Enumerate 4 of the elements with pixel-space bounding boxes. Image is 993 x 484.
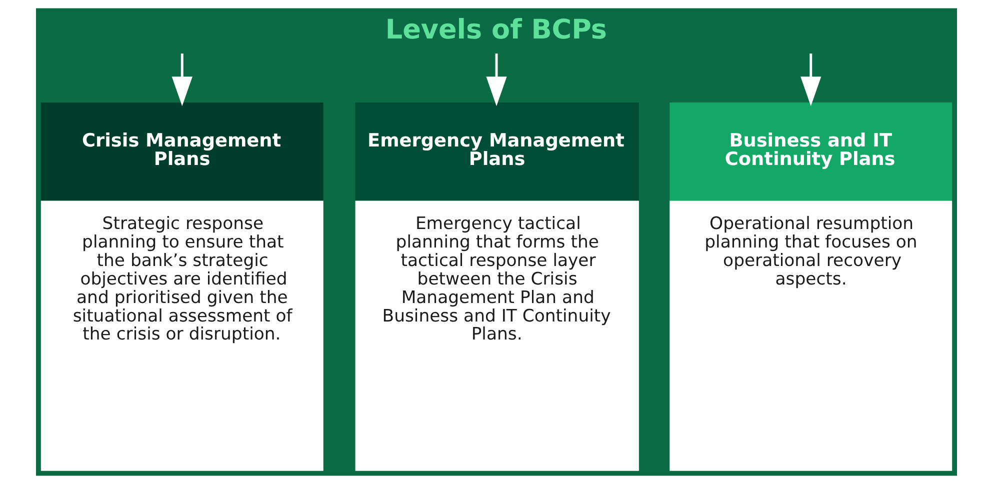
- arrow: [800, 54, 822, 106]
- diagram-title: Levels of BCPs: [385, 14, 608, 46]
- arrow: [486, 54, 507, 106]
- arrow: [172, 54, 192, 106]
